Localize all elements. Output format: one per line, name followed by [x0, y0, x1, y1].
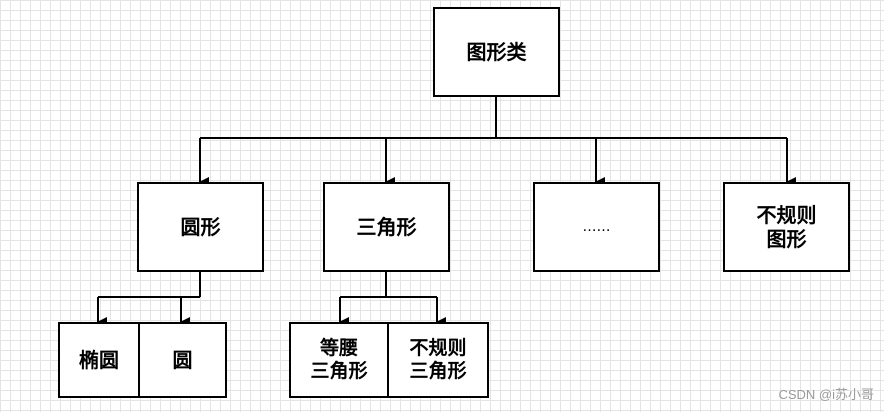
root-node: 图形类	[433, 7, 560, 97]
round-node: 圆	[138, 322, 227, 398]
irregular-triangle-node: 不规则 三角形	[387, 322, 489, 398]
ellipse-node: 椭圆	[58, 322, 140, 398]
isosceles-triangle-node: 等腰 三角形	[289, 322, 389, 398]
ellipsis-node: ……	[533, 182, 660, 272]
triangle-node: 三角形	[323, 182, 450, 272]
irregular-shape-node: 不规则 图形	[723, 182, 850, 272]
watermark-text: CSDN @i苏小哥	[778, 387, 874, 402]
circle-node: 圆形	[137, 182, 264, 272]
